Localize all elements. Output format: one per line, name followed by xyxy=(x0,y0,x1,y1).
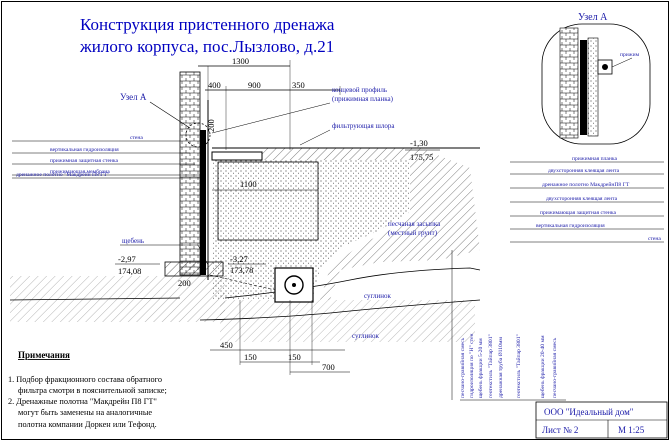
bottom-layer-3: геотекстиль "Тайпар 3801" xyxy=(487,334,494,398)
node-inset-label: Узел А xyxy=(578,12,608,23)
note-2a: 2. Дренажные полотна "Макдрейн П8 ГТ" xyxy=(8,397,157,406)
loam-boundary-1 xyxy=(224,267,481,299)
left-layer-3: прижимающая мембрана xyxy=(50,168,110,175)
left-layer-4: дренажное полотно "Макдрейн П8 ГТ" xyxy=(16,171,109,178)
dim-200-bottom: 200 xyxy=(178,278,191,288)
dim-700: 700 xyxy=(322,362,335,372)
notes-heading: Примечания xyxy=(18,350,70,360)
callout-loam-1: суглинок xyxy=(364,292,392,300)
bottom-layers: песчано-гравийная смесь гидроизоляция по… xyxy=(451,250,566,401)
level-left-b: 174,08 xyxy=(118,266,141,276)
left-soil xyxy=(10,276,225,322)
dim-1100: 1100 xyxy=(240,179,257,189)
note-2c: полотна компании Доркен или Тефонд. xyxy=(18,420,157,429)
pipe-link-line xyxy=(209,274,276,291)
bottom-layer-5: геотекстиль "Тайпар 3801" xyxy=(515,334,522,398)
local-soil xyxy=(262,148,480,300)
inset-drain-sheet xyxy=(587,37,599,137)
dim-1300: 1300 xyxy=(232,56,249,66)
dim-400: 400 xyxy=(208,80,221,90)
dim-200-vertical: 200 xyxy=(206,119,216,132)
wall xyxy=(179,71,201,276)
left-layers: стена вертикальная гидроизоляция прижимн… xyxy=(12,135,205,179)
right-layer-5: вертикальная гидроизоляция xyxy=(536,223,605,229)
right-layer-4: прижимающая защитная стенка xyxy=(540,210,616,216)
bottom-layer-0: песчано-гравийная смесь xyxy=(459,337,466,398)
inset-membrane xyxy=(580,40,587,135)
blind-area xyxy=(211,151,263,161)
node-a-label: Узел А xyxy=(120,92,147,102)
note-1a: 1. Подбор фракционного состава обратного xyxy=(8,375,162,384)
bottom-layer-6: щебень фракции 20-40 мм xyxy=(539,335,546,398)
title-line-1: Конструкция пристенного дренажа xyxy=(80,15,335,34)
dim-350: 350 xyxy=(292,80,305,90)
left-layer-0: стена xyxy=(130,135,143,141)
bottom-layer-2: щебень фракции 5-20 мм xyxy=(477,338,484,398)
inset-wall xyxy=(559,27,579,139)
callout-soil-a: песчаная засыпка xyxy=(388,220,441,228)
level-top-b: 175,75 xyxy=(410,152,433,162)
title-line-2: жилого корпуса, пос.Лызлово, д.21 xyxy=(79,37,334,56)
right-layer-1: двухсторонняя клеящая лента xyxy=(548,168,620,174)
title-stamp: ООО "Идеальный дом" Лист № 2 М 1:25 xyxy=(535,401,668,439)
level-mid-b: 173,78 xyxy=(230,265,253,275)
dim-450: 450 xyxy=(220,340,233,350)
right-layer-2: дренажное полотно МакдрейнП8 ГТ xyxy=(542,181,630,188)
stamp-company: ООО "Идеальный дом" xyxy=(544,407,634,417)
right-layer-0: прижимная планка xyxy=(572,156,618,162)
level-top-a: -1,30 xyxy=(410,138,428,148)
drain-pipe-core xyxy=(292,283,296,287)
stamp-scale: М 1:25 xyxy=(618,425,645,435)
inset-fastener-icon xyxy=(602,64,608,70)
callout-profile-b: (прижимная планка) xyxy=(332,95,394,103)
node-a-leader xyxy=(149,101,191,129)
dim-150-a: 150 xyxy=(244,352,257,362)
callout-loam-2: суглинок xyxy=(352,332,380,340)
callout-profile-leader xyxy=(211,102,331,134)
dim-150-b: 150 xyxy=(288,352,301,362)
bottom-layer-7: песчано-гравийная смесь xyxy=(551,337,558,398)
right-layer-6: стена xyxy=(648,236,661,242)
callout-backfill-leader xyxy=(299,129,331,146)
node-inset-frame xyxy=(541,23,651,145)
callout-crushed-leader xyxy=(197,244,209,266)
node-a-inset: Узел А прижим xyxy=(541,12,651,145)
backfill-box xyxy=(217,161,319,241)
bottom-layer-4: дренажная труба Ø110мм xyxy=(497,337,504,398)
callout-crushed: щебень xyxy=(122,237,144,245)
callout-profile-a: концевой профиль xyxy=(332,86,387,94)
note-1b: фильтра смотри в пояснительной записке; xyxy=(18,386,167,395)
sand-backfill xyxy=(212,160,410,300)
left-layer-2: прижимная защитная стенка xyxy=(50,158,119,164)
sheet-frame xyxy=(1,1,669,440)
inset-clamp-leader xyxy=(611,57,633,68)
dim-900: 900 xyxy=(248,80,261,90)
callout-backfill: фильтрующая шлора xyxy=(332,122,395,130)
level-left-a: -2,97 xyxy=(118,254,136,264)
drain-pipe xyxy=(284,275,304,295)
note-2b: могут быть заменены на аналогичные xyxy=(18,408,152,417)
level-mid-a: -3,27 xyxy=(230,254,248,264)
left-layer-1: вертикальная гидроизоляция xyxy=(50,147,119,153)
drainage-membrane xyxy=(200,130,206,275)
stamp-sheet: Лист № 2 xyxy=(542,425,578,435)
right-layer-3: двухсторонняя клеящая лента xyxy=(546,196,618,202)
node-a-marker xyxy=(185,122,211,148)
callout-soil-b: (местный грунт) xyxy=(388,229,438,237)
inset-clamp-label: прижим xyxy=(620,52,640,58)
bottom-soil xyxy=(220,300,475,342)
bottom-layer-1: гидроизоляция по "Н" стен xyxy=(469,333,475,398)
right-layers: прижимная планка двухсторонняя клеящая л… xyxy=(510,156,664,243)
